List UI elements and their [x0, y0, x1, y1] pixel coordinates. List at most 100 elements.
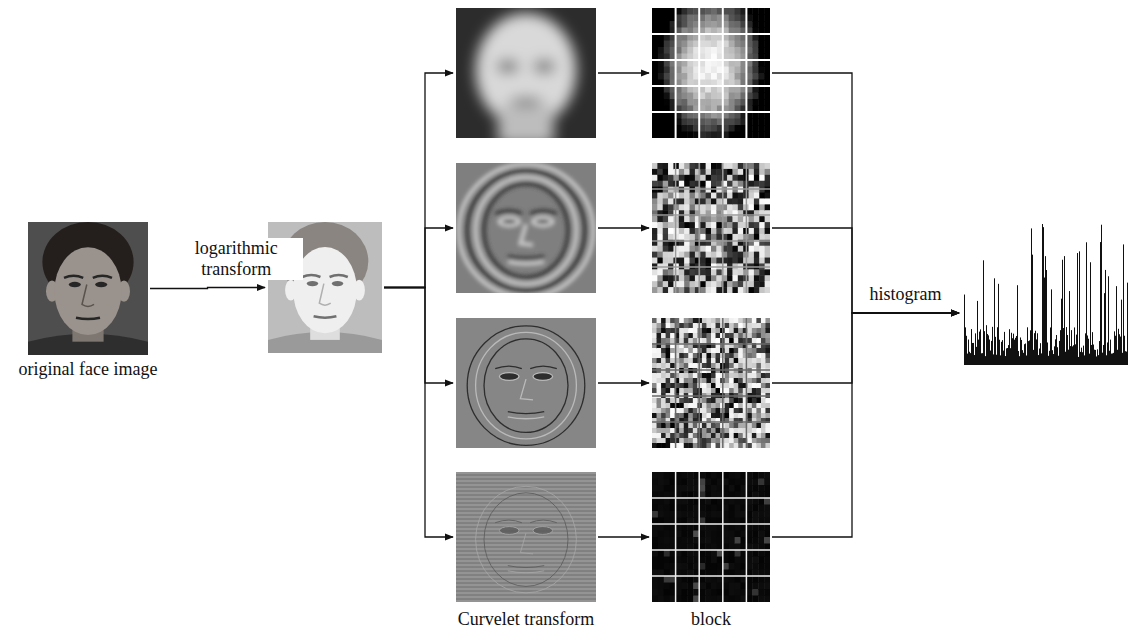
block-grid-part	[729, 596, 735, 603]
block-grid-part	[702, 423, 707, 429]
block-grid-part	[752, 112, 758, 119]
block-grid-part	[693, 433, 698, 439]
block-grid-part	[734, 323, 739, 329]
block-grid-part	[765, 348, 770, 354]
block-grid-part	[706, 333, 711, 339]
block-grid-part	[729, 428, 734, 434]
block-grid-part	[670, 428, 675, 434]
block-grid-part	[661, 378, 666, 384]
block-grid-part	[705, 563, 711, 570]
block-grid-part	[673, 252, 679, 258]
block-grid-part	[761, 358, 766, 364]
block-grid-part	[666, 323, 671, 329]
block-grid-part	[668, 204, 674, 210]
block-grid-part	[652, 318, 657, 324]
block-grid-part	[727, 198, 733, 204]
block-grid-part	[652, 73, 658, 80]
block-grid-part	[657, 443, 662, 449]
block-grid-part	[738, 228, 744, 234]
block-grid-part	[711, 378, 716, 384]
block-grid-part	[752, 132, 758, 139]
detail-subband-part	[467, 326, 585, 446]
block-grid-part	[711, 589, 717, 596]
block-grid-part	[706, 348, 711, 354]
block-grid-part	[761, 353, 766, 359]
block-grid-part	[764, 67, 770, 74]
block-grid-part	[711, 428, 716, 434]
block-grid-part	[725, 353, 730, 359]
block-grid-part	[711, 348, 716, 354]
block-grid-part	[738, 333, 743, 339]
block-grid-part	[764, 112, 770, 119]
block-grid-part	[652, 373, 657, 379]
block-grid-part	[705, 524, 711, 531]
block-grid-part	[754, 198, 760, 204]
block-grid-part	[725, 398, 730, 404]
block-grid-part	[761, 328, 766, 334]
block-grid-part	[652, 505, 658, 512]
block-grid-part	[687, 531, 693, 538]
block-grid-part	[652, 576, 658, 583]
block-grid-part	[765, 246, 771, 252]
block-grid-part	[752, 60, 758, 67]
block-grid-part	[711, 73, 717, 80]
block-grid-part	[765, 428, 770, 434]
block-grid-part	[705, 15, 711, 22]
block-grid-part	[711, 125, 717, 132]
block-grid-part	[747, 358, 752, 364]
block-grid-part	[690, 287, 696, 293]
block-grid-part	[702, 403, 707, 409]
block-grid-part	[758, 21, 764, 28]
block-grid-part	[652, 472, 658, 479]
block-grid-part	[652, 589, 658, 596]
block-grid-part	[658, 531, 664, 538]
block-grid-part	[756, 323, 761, 329]
block-grid-part	[729, 423, 734, 429]
block-grid-part	[765, 163, 771, 169]
block-grid-part	[673, 234, 679, 240]
face-photo-part	[69, 282, 81, 287]
block-grid-part	[738, 423, 743, 429]
block-grid-part	[682, 537, 688, 544]
block-grid-part	[702, 318, 707, 324]
block-grid-part	[666, 413, 671, 419]
block-grid-part	[711, 222, 717, 228]
block-grid-part	[754, 269, 760, 275]
block-grid-part	[676, 563, 682, 570]
block-grid-part	[738, 216, 744, 222]
block-grid-part	[673, 275, 679, 281]
coarse-subband-part-part	[533, 218, 553, 226]
block-grid-part	[700, 187, 706, 193]
block-grid-part	[754, 181, 760, 187]
block-grid-part	[652, 485, 658, 492]
lowpass-subband-part-part	[533, 60, 555, 73]
block-grid-part	[663, 204, 669, 210]
block-grid-part	[732, 169, 738, 175]
block-grid-part	[652, 353, 657, 359]
block-grid-part	[652, 343, 770, 345]
block-grid-part	[729, 524, 735, 531]
block-grid-part	[754, 258, 760, 264]
block-grid-part	[664, 86, 670, 93]
block-grid-part	[657, 187, 663, 193]
block-grid-part	[765, 423, 770, 429]
block-grid-part	[682, 498, 688, 505]
block-grid-part	[668, 169, 674, 175]
block-grid-part	[688, 363, 693, 369]
block-grid-part	[756, 328, 761, 334]
fine-subband-part-part	[508, 571, 544, 573]
block-grid-part	[765, 318, 770, 324]
block-grid-part	[711, 550, 717, 557]
block-grid-part	[652, 21, 658, 28]
block-grid-part	[652, 550, 658, 557]
block-grid-part	[679, 328, 684, 334]
block-grid-part	[652, 181, 658, 187]
block-grid-part	[716, 187, 722, 193]
face-photo-part	[95, 282, 107, 287]
block-grid-part	[716, 287, 722, 293]
block-grid-part	[705, 537, 711, 544]
block-grid-part	[716, 383, 721, 389]
block-grid-part	[711, 413, 716, 419]
block-grid-part	[734, 338, 739, 344]
block-grid-part	[754, 204, 760, 210]
